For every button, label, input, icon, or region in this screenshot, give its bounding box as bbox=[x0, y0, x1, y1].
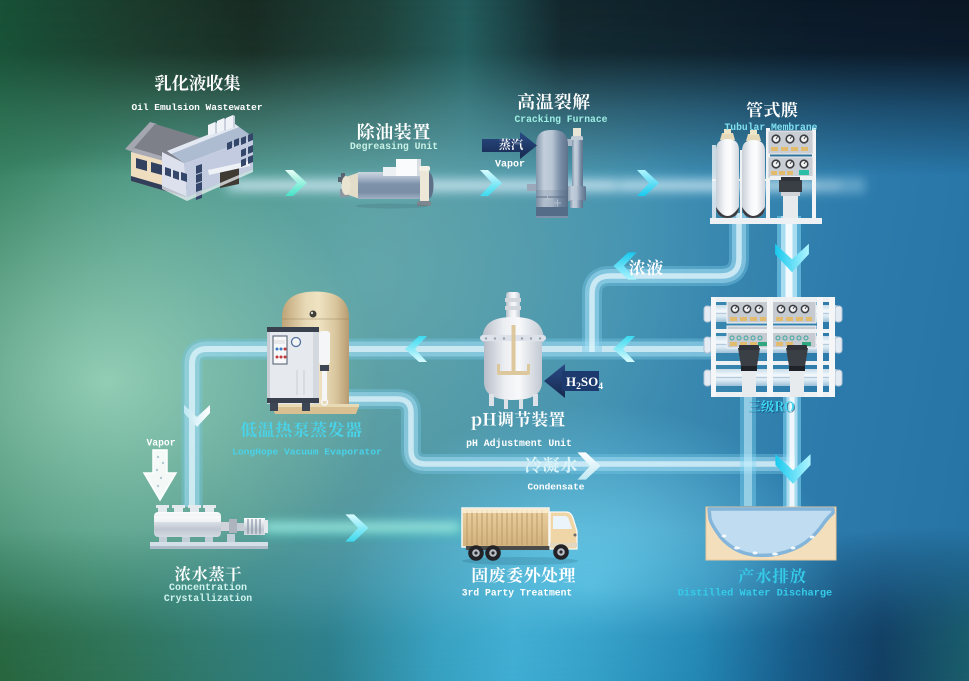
svg-text:H2SO4: H2SO4 bbox=[566, 374, 603, 392]
svg-text:Distilled Water Discharge: Distilled Water Discharge bbox=[678, 588, 832, 600]
svg-text:Vapor: Vapor bbox=[146, 438, 175, 449]
svg-text:Vapor: Vapor bbox=[495, 160, 525, 171]
svg-text:Condensate: Condensate bbox=[527, 482, 584, 493]
svg-text:LongHope Vacuum Evaporator: LongHope Vacuum Evaporator bbox=[232, 447, 382, 458]
svg-text:Degreasing Unit: Degreasing Unit bbox=[350, 141, 438, 152]
svg-text:Oil Emulsion Wastewater: Oil Emulsion Wastewater bbox=[131, 102, 262, 113]
svg-text:Cracking Furnace: Cracking Furnace bbox=[514, 114, 607, 125]
svg-text:pH Adjustment Unit: pH Adjustment Unit bbox=[466, 438, 572, 449]
svg-text:Concentration: Concentration bbox=[169, 582, 247, 594]
svg-text:Tubular Membrane: Tubular Membrane bbox=[724, 122, 817, 133]
svg-text:Crystallization: Crystallization bbox=[164, 593, 252, 604]
svg-text:3rd Party Treatment: 3rd Party Treatment bbox=[462, 588, 572, 599]
